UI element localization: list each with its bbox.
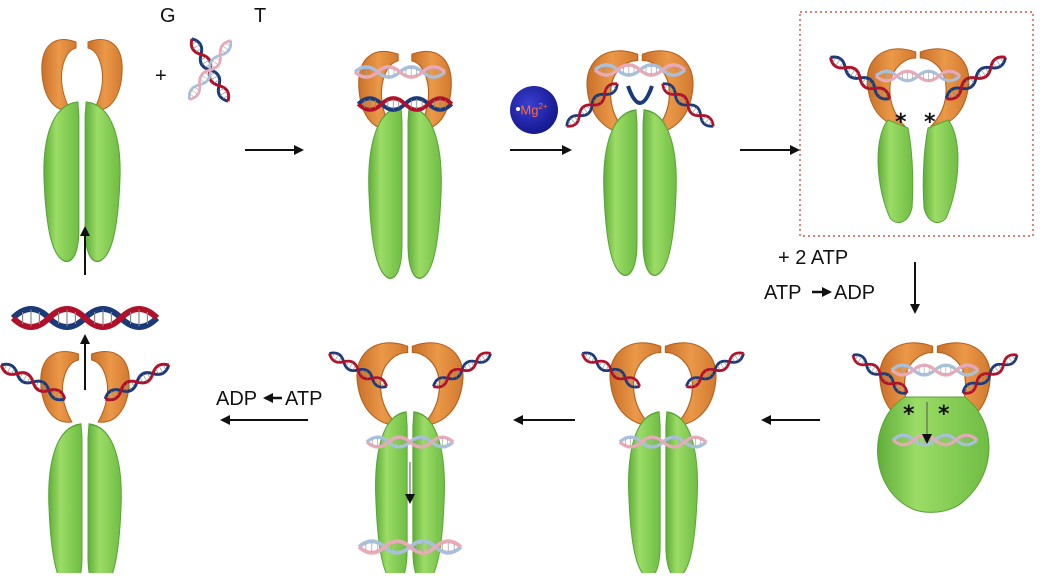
label-adp-left: ADP xyxy=(216,389,257,409)
cleavage-site-star: * xyxy=(924,112,936,134)
label-g-segment: G xyxy=(160,6,176,26)
label-t-segment: T xyxy=(254,6,266,26)
label-plus: + xyxy=(155,66,167,86)
dna-gate xyxy=(44,102,120,261)
free-dna-segments xyxy=(186,37,234,104)
label-adp-product: ADP xyxy=(834,283,875,303)
label-add-atp: + 2 ATP xyxy=(778,248,848,268)
stage-apo-enzyme xyxy=(42,40,122,262)
cleavage-site-star: * xyxy=(895,112,907,134)
released-g-segment xyxy=(13,309,157,327)
mg-highlight xyxy=(516,107,520,111)
stage-g-segment-cleaved xyxy=(828,49,1008,223)
highlight-box xyxy=(800,12,1033,236)
cleavage-site-star: * xyxy=(938,404,950,426)
mg-ion: Mg2+ xyxy=(510,86,558,134)
stage-gate-resealed xyxy=(580,343,745,573)
n-gate xyxy=(42,40,122,111)
stage-t-segment-transport xyxy=(851,343,1020,513)
cleavage-site-star: * xyxy=(903,404,915,426)
stage-t-segment-released xyxy=(327,343,492,573)
stage-g-segment-bent xyxy=(564,51,716,275)
label-atp-right: ATP xyxy=(285,389,322,409)
mg-ion-label: Mg2+ xyxy=(520,102,547,117)
label-atp-substrate: ATP xyxy=(764,283,801,303)
stage-dna-bound xyxy=(355,52,452,279)
